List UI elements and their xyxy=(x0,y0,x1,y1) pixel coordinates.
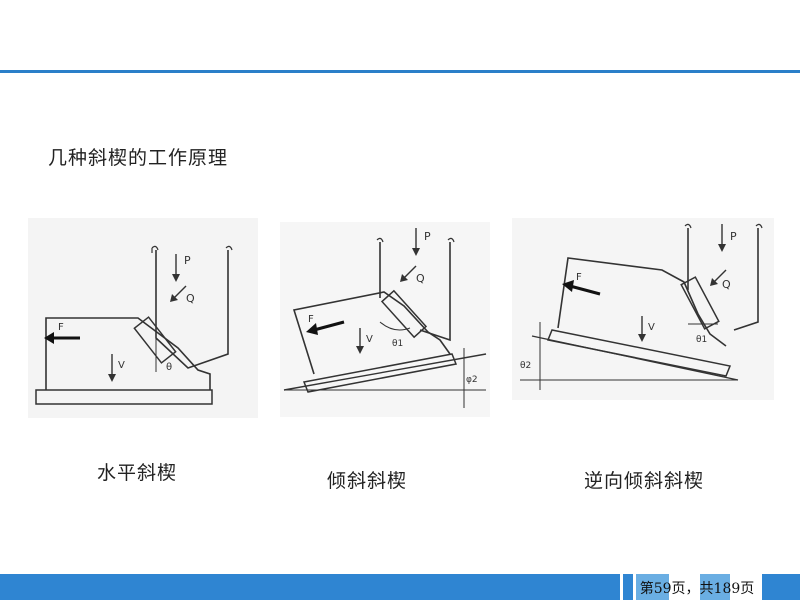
label-v: V xyxy=(648,322,655,333)
label-p: P xyxy=(424,230,431,243)
caption-reverse-inclined-wedge: 逆向倾斜斜楔 xyxy=(584,470,705,492)
inclined-wedge-diagram: P Q F V θ1 φ2 xyxy=(280,222,490,417)
caption-horizontal-wedge: 水平斜楔 xyxy=(97,462,178,484)
label-q: Q xyxy=(722,278,731,291)
figure-reverse-inclined-wedge: P Q F V θ1 θ2 xyxy=(512,218,774,400)
label-q: Q xyxy=(416,272,425,285)
label-angle: θ xyxy=(166,362,172,373)
horizontal-wedge-diagram: P Q F V θ xyxy=(28,218,258,418)
label-v: V xyxy=(118,360,125,371)
footer-band xyxy=(0,574,800,600)
header-rule xyxy=(0,70,800,73)
figure-inclined-wedge: P Q F V θ1 φ2 xyxy=(280,222,490,417)
label-v: V xyxy=(366,334,373,345)
label-p: P xyxy=(184,254,191,267)
label-f: F xyxy=(576,272,582,283)
label-angle-2: θ2 xyxy=(520,361,531,371)
caption-inclined-wedge: 倾斜斜楔 xyxy=(327,470,408,492)
label-q: Q xyxy=(186,292,195,305)
figure-horizontal-wedge: P Q F V θ xyxy=(28,218,258,418)
page-number: 第59页，共189页 xyxy=(639,581,755,597)
label-angle-1: θ1 xyxy=(696,335,707,345)
slide-heading: 几种斜楔的工作原理 xyxy=(48,147,229,169)
label-p: P xyxy=(730,230,737,243)
label-f: F xyxy=(58,322,64,333)
label-angle-2: φ2 xyxy=(466,375,478,385)
label-f: F xyxy=(308,314,314,325)
label-angle-1: θ1 xyxy=(392,339,403,349)
reverse-inclined-wedge-diagram: P Q F V θ1 θ2 xyxy=(512,218,774,400)
